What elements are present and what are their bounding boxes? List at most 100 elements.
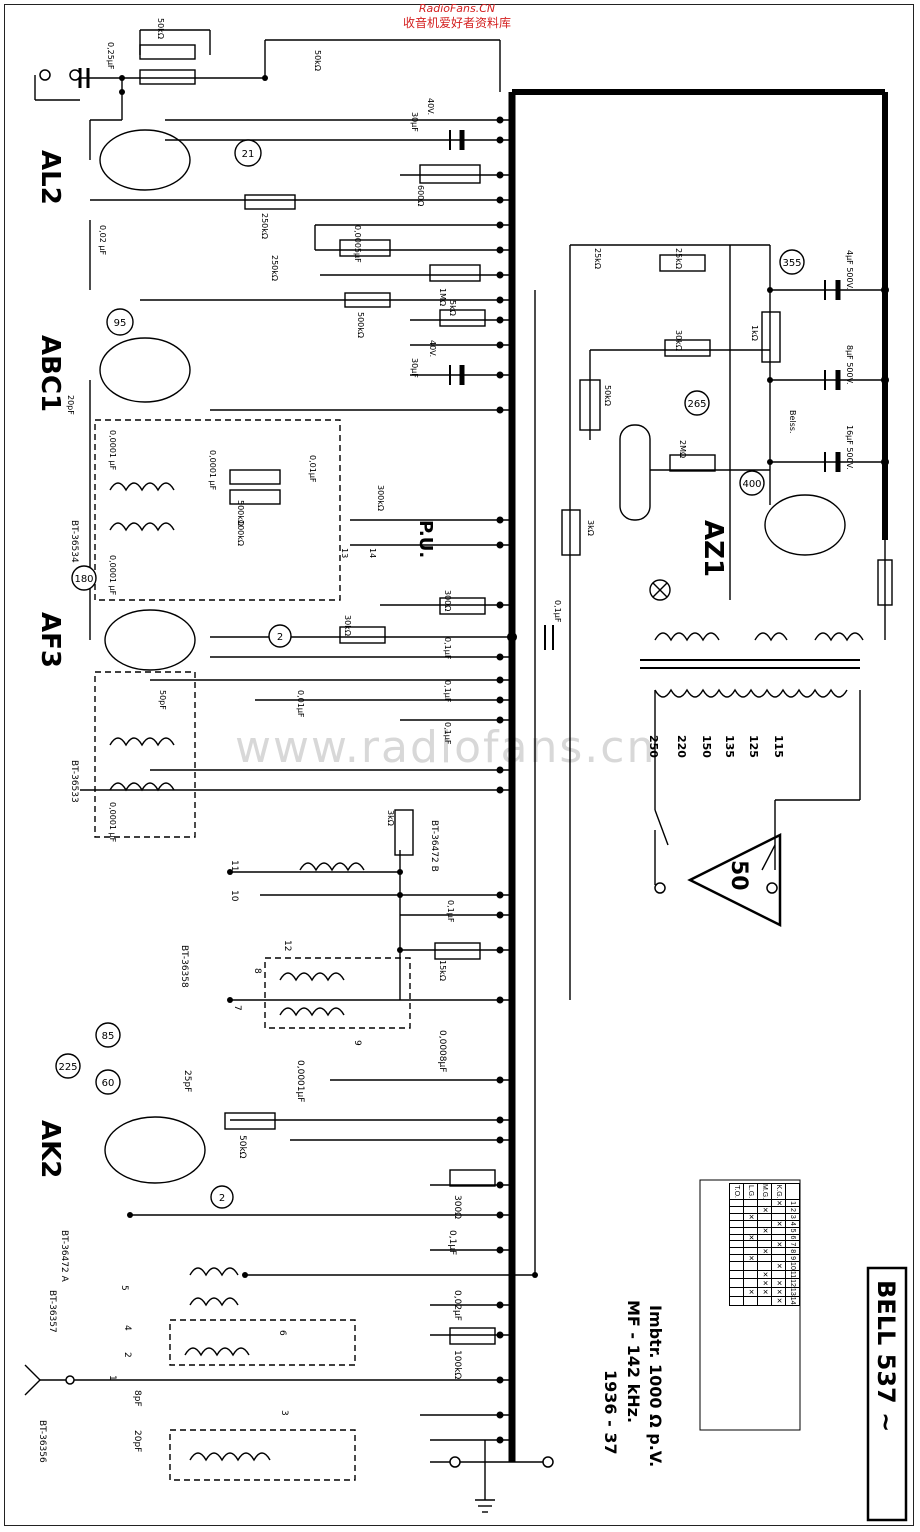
watermark-mid: www.radiofans.cn — [235, 722, 657, 773]
transformer-label: BT-36357 — [47, 1290, 57, 1333]
component-label: 0,25µF — [106, 42, 115, 70]
switch-table-cell: ✕ — [757, 1278, 772, 1288]
note-if: MF - 142 kHz. — [624, 1300, 643, 1423]
switch-table-col: 4 — [785, 1220, 800, 1228]
switch-table-cell — [757, 1234, 772, 1241]
tube-label-az1: AZ1 — [698, 520, 728, 577]
switch-table-cell — [729, 1254, 744, 1262]
component-label: 7 — [232, 1005, 242, 1011]
switch-table-row: T.O. — [729, 1183, 744, 1306]
tube-label-al2: AL2 — [35, 150, 65, 205]
component-label: 50kΩ — [313, 50, 322, 71]
switch-table-cell — [757, 1199, 772, 1207]
component-label: 0,1µF — [443, 722, 452, 745]
switch-table-cell: ✕ — [771, 1199, 786, 1207]
switch-table-cell — [771, 1234, 786, 1241]
component-label: 3 — [279, 1410, 289, 1416]
voltage-label: 2 — [277, 632, 283, 643]
switch-table-cell — [729, 1270, 744, 1279]
component-label: 3kΩ — [386, 810, 395, 826]
switch-table-cell — [743, 1227, 758, 1235]
tube-label-ak2: AK2 — [35, 1120, 65, 1178]
switch-table-cell: ✕ — [743, 1287, 758, 1297]
switch-table-cell: ✕ — [771, 1296, 786, 1306]
tap-label: 135 — [723, 735, 736, 758]
component-label: 500kΩ — [236, 500, 245, 526]
component-label: Belss. — [788, 410, 797, 434]
voltage-label: 265 — [687, 399, 706, 410]
switch-table-cell — [757, 1254, 772, 1262]
switch-table-cell — [743, 1261, 758, 1271]
switch-table-cell: ✕ — [757, 1227, 772, 1235]
switch-table-cell — [729, 1220, 744, 1228]
component-label: 50kΩ — [156, 18, 165, 39]
component-label: 30µF — [410, 358, 419, 378]
switch-table-col: 9 — [785, 1254, 800, 1262]
switch-table-col: 13 — [785, 1287, 800, 1297]
component-label: 0,1µF — [446, 900, 455, 923]
switch-table-cell — [729, 1240, 744, 1248]
component-label: 2 — [122, 1352, 132, 1358]
switch-table-cell — [743, 1206, 758, 1214]
switch-table-cell: ✕ — [771, 1278, 786, 1288]
switch-table-cell — [757, 1296, 772, 1306]
component-label: 300Ω — [443, 590, 452, 611]
component-label: 11 — [229, 860, 239, 871]
switch-table-cell — [729, 1247, 744, 1255]
tap-label: 250 — [647, 735, 660, 758]
switch-table-cell — [729, 1199, 744, 1207]
component-label: 0,0005µF — [353, 225, 362, 263]
component-label: 8µF 500V. — [845, 345, 854, 385]
switch-table-cell: ✕ — [771, 1240, 786, 1248]
component-label: 0,0008µF — [437, 1030, 447, 1072]
component-label: 25kΩ — [674, 248, 683, 269]
component-label: 2MΩ — [678, 440, 687, 458]
component-label: 15kΩ — [438, 960, 447, 981]
component-label: 20pF — [66, 395, 75, 415]
tap-label: 220 — [675, 735, 688, 758]
tube-labels: AL2 ABC1 AF3 AK2 AZ1 — [35, 150, 728, 1178]
component-label: 50kΩ — [237, 1135, 247, 1159]
component-label: 1kΩ — [750, 325, 759, 341]
transformer-label: BT-36472 A — [59, 1230, 69, 1283]
tap-label: 115 — [772, 735, 785, 758]
switch-table-col: 1 — [785, 1199, 800, 1207]
component-label: 50kΩ — [603, 385, 612, 406]
component-label: 0,02 µF — [98, 225, 107, 255]
component-label: 5 — [119, 1285, 129, 1291]
switch-table-cell — [757, 1261, 772, 1271]
switch-table-cell — [729, 1278, 744, 1288]
switch-table-col: 3 — [785, 1213, 800, 1221]
voltage-label: 2 — [219, 1193, 225, 1204]
component-label: 30kΩ — [674, 330, 683, 351]
sheet-frame — [4, 4, 914, 1526]
component-label: 0,0001 µF — [108, 555, 117, 596]
component-label: 0,0001 µF — [108, 430, 117, 471]
switch-table-cell — [771, 1227, 786, 1235]
note-year: 1936 - 37 — [601, 1370, 620, 1455]
switch-table-cell: ✕ — [757, 1206, 772, 1214]
component-label: 0,1µF — [553, 600, 562, 623]
component-label: 100kΩ — [236, 520, 245, 546]
switch-table-cell — [743, 1296, 758, 1306]
watermark-cn: 收音机爱好者资料库 — [402, 16, 511, 30]
switch-table-cell: ✕ — [771, 1287, 786, 1297]
switch-table-cell — [743, 1220, 758, 1228]
switch-table-col: 7 — [785, 1240, 800, 1248]
component-label: 16µF 500V. — [845, 425, 854, 470]
switch-table-cell — [771, 1254, 786, 1262]
switch-table-cell — [743, 1240, 758, 1248]
component-label: 8 — [252, 968, 262, 974]
switch-table-cell: ✕ — [771, 1220, 786, 1228]
component-label: 50pF — [158, 690, 167, 710]
component-label: 9 — [352, 1040, 362, 1046]
component-label: 600Ω — [416, 185, 425, 206]
switch-table-cell: ✕ — [757, 1270, 772, 1279]
component-label: 0,02µF — [452, 1290, 462, 1321]
transformer-label: BT-36356 — [37, 1420, 47, 1463]
tube-label-af3: AF3 — [35, 612, 65, 668]
